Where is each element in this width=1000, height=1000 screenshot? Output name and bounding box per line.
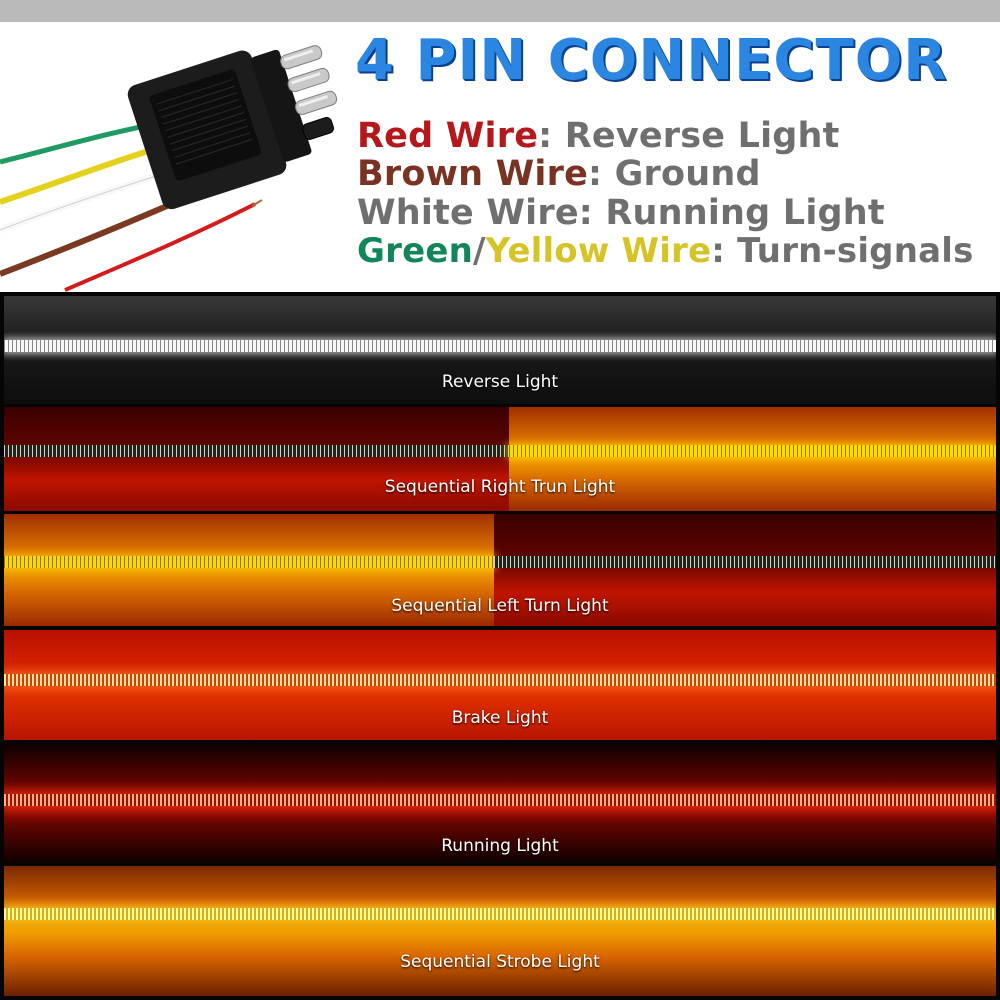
panel-label: Sequential Strobe Light xyxy=(400,952,600,972)
led-pattern xyxy=(4,674,996,686)
led-pattern xyxy=(4,556,494,568)
separator: : xyxy=(538,116,565,156)
panel-label: Sequential Left Turn Light xyxy=(391,596,609,616)
led-pattern xyxy=(4,908,996,920)
led-strip-lit xyxy=(4,556,494,568)
page-title: 4 PIN CONNECTOR xyxy=(355,28,948,93)
panel-sequential-strobe-light: Sequential Strobe Light xyxy=(4,866,996,996)
top-band xyxy=(0,0,1000,22)
legend-green-yellow-wire: Green/Yellow Wire: Turn-signals xyxy=(357,231,974,271)
wire-name-red: Red Wire xyxy=(357,116,539,156)
panel-running-light: Running Light xyxy=(4,744,996,862)
light-mode-panels: Reverse Light Sequential Right Trun Ligh… xyxy=(0,292,1000,1000)
panel-dark-half xyxy=(494,514,996,626)
function-turn-signals: Turn-signals xyxy=(737,231,974,271)
panel-lit-half xyxy=(509,407,996,511)
led-pattern xyxy=(4,340,996,352)
panel-dark-half xyxy=(4,407,509,511)
slash: / xyxy=(473,231,486,271)
legend-brown-wire: Brown Wire: Ground xyxy=(357,154,761,194)
led-strip-white xyxy=(4,340,996,352)
led-pattern xyxy=(4,445,509,457)
led-strip-off xyxy=(494,556,996,568)
panel-lit-half xyxy=(4,514,494,626)
led-strip-yellow xyxy=(4,908,996,920)
panel-label: Sequential Right Trun Light xyxy=(384,477,616,497)
led-strip-lit xyxy=(509,445,996,457)
panel-label: Reverse Light xyxy=(441,372,559,392)
led-pattern xyxy=(494,556,996,568)
led-pattern xyxy=(4,794,996,806)
panel-label: Running Light xyxy=(441,836,559,856)
legend-red-wire: Red Wire: Reverse Light xyxy=(357,116,840,156)
panel-sequential-left-turn-light: Sequential Left Turn Light xyxy=(4,514,996,626)
wire-name-yellow: Yellow Wire xyxy=(485,231,712,271)
function-reverse-light: Reverse Light xyxy=(564,116,840,156)
wire-name-green: Green xyxy=(357,231,473,271)
4-pin-connector-image xyxy=(0,45,338,292)
panel-brake-light: Brake Light xyxy=(4,630,996,740)
led-strip-red xyxy=(4,674,996,686)
wire-name-white: White Wire: Running Light xyxy=(357,193,885,233)
legend-white-wire: White Wire: Running Light xyxy=(357,193,885,233)
function-ground: Ground xyxy=(614,154,761,194)
led-strip-red xyxy=(4,794,996,806)
panel-sequential-right-turn-light: Sequential Right Trun Light xyxy=(4,407,996,511)
led-strip-off xyxy=(4,445,509,457)
separator: : xyxy=(711,231,738,271)
panel-reverse-light: Reverse Light xyxy=(4,296,996,404)
header: 4 PIN CONNECTOR Red Wire: Reverse Light … xyxy=(0,22,1000,292)
panel-label: Brake Light xyxy=(451,708,549,728)
wire-name-brown: Brown Wire xyxy=(357,154,589,194)
separator: : xyxy=(588,154,615,194)
led-pattern xyxy=(509,445,996,457)
